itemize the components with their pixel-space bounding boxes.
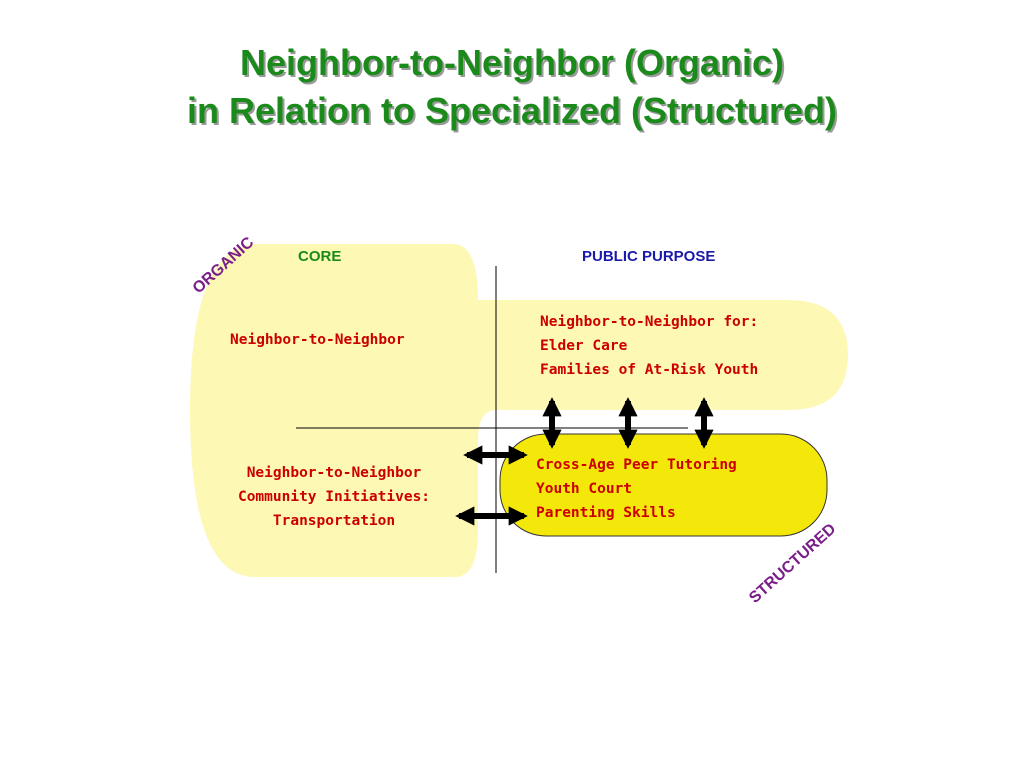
text-line: Youth Court xyxy=(536,481,633,497)
text-line: Families of At-Risk Youth xyxy=(540,362,759,378)
text-line: Cross-Age Peer Tutoring xyxy=(536,457,737,473)
text-line: Neighbor-to-Neighbor xyxy=(246,465,422,481)
page-title-line-2: in Relation to Specialized (Structured) xyxy=(186,90,838,131)
public-top-text: Neighbor-to-Neighbor for: Elder Care Fam… xyxy=(540,310,758,382)
text-line: Neighbor-to-Neighbor xyxy=(230,332,405,348)
text-line: Neighbor-to-Neighbor for: xyxy=(540,314,759,330)
core-top-text: Neighbor-to-Neighbor xyxy=(230,328,405,352)
text-line: Parenting Skills xyxy=(536,505,676,521)
public-purpose-label: PUBLIC PURPOSE xyxy=(582,248,716,265)
text-line: Elder Care xyxy=(540,338,628,354)
organic-region xyxy=(190,244,848,577)
page-title-line-1: Neighbor-to-Neighbor (Organic) xyxy=(240,42,784,83)
core-bottom-text: Neighbor-to-Neighbor Community Initiativ… xyxy=(206,461,462,533)
text-line: Transportation xyxy=(272,513,396,529)
public-bottom-text: Cross-Age Peer Tutoring Youth Court Pare… xyxy=(536,453,737,525)
structured-region xyxy=(499,433,828,537)
core-label: CORE xyxy=(298,248,342,265)
text-line: Community Initiatives: xyxy=(237,489,431,505)
